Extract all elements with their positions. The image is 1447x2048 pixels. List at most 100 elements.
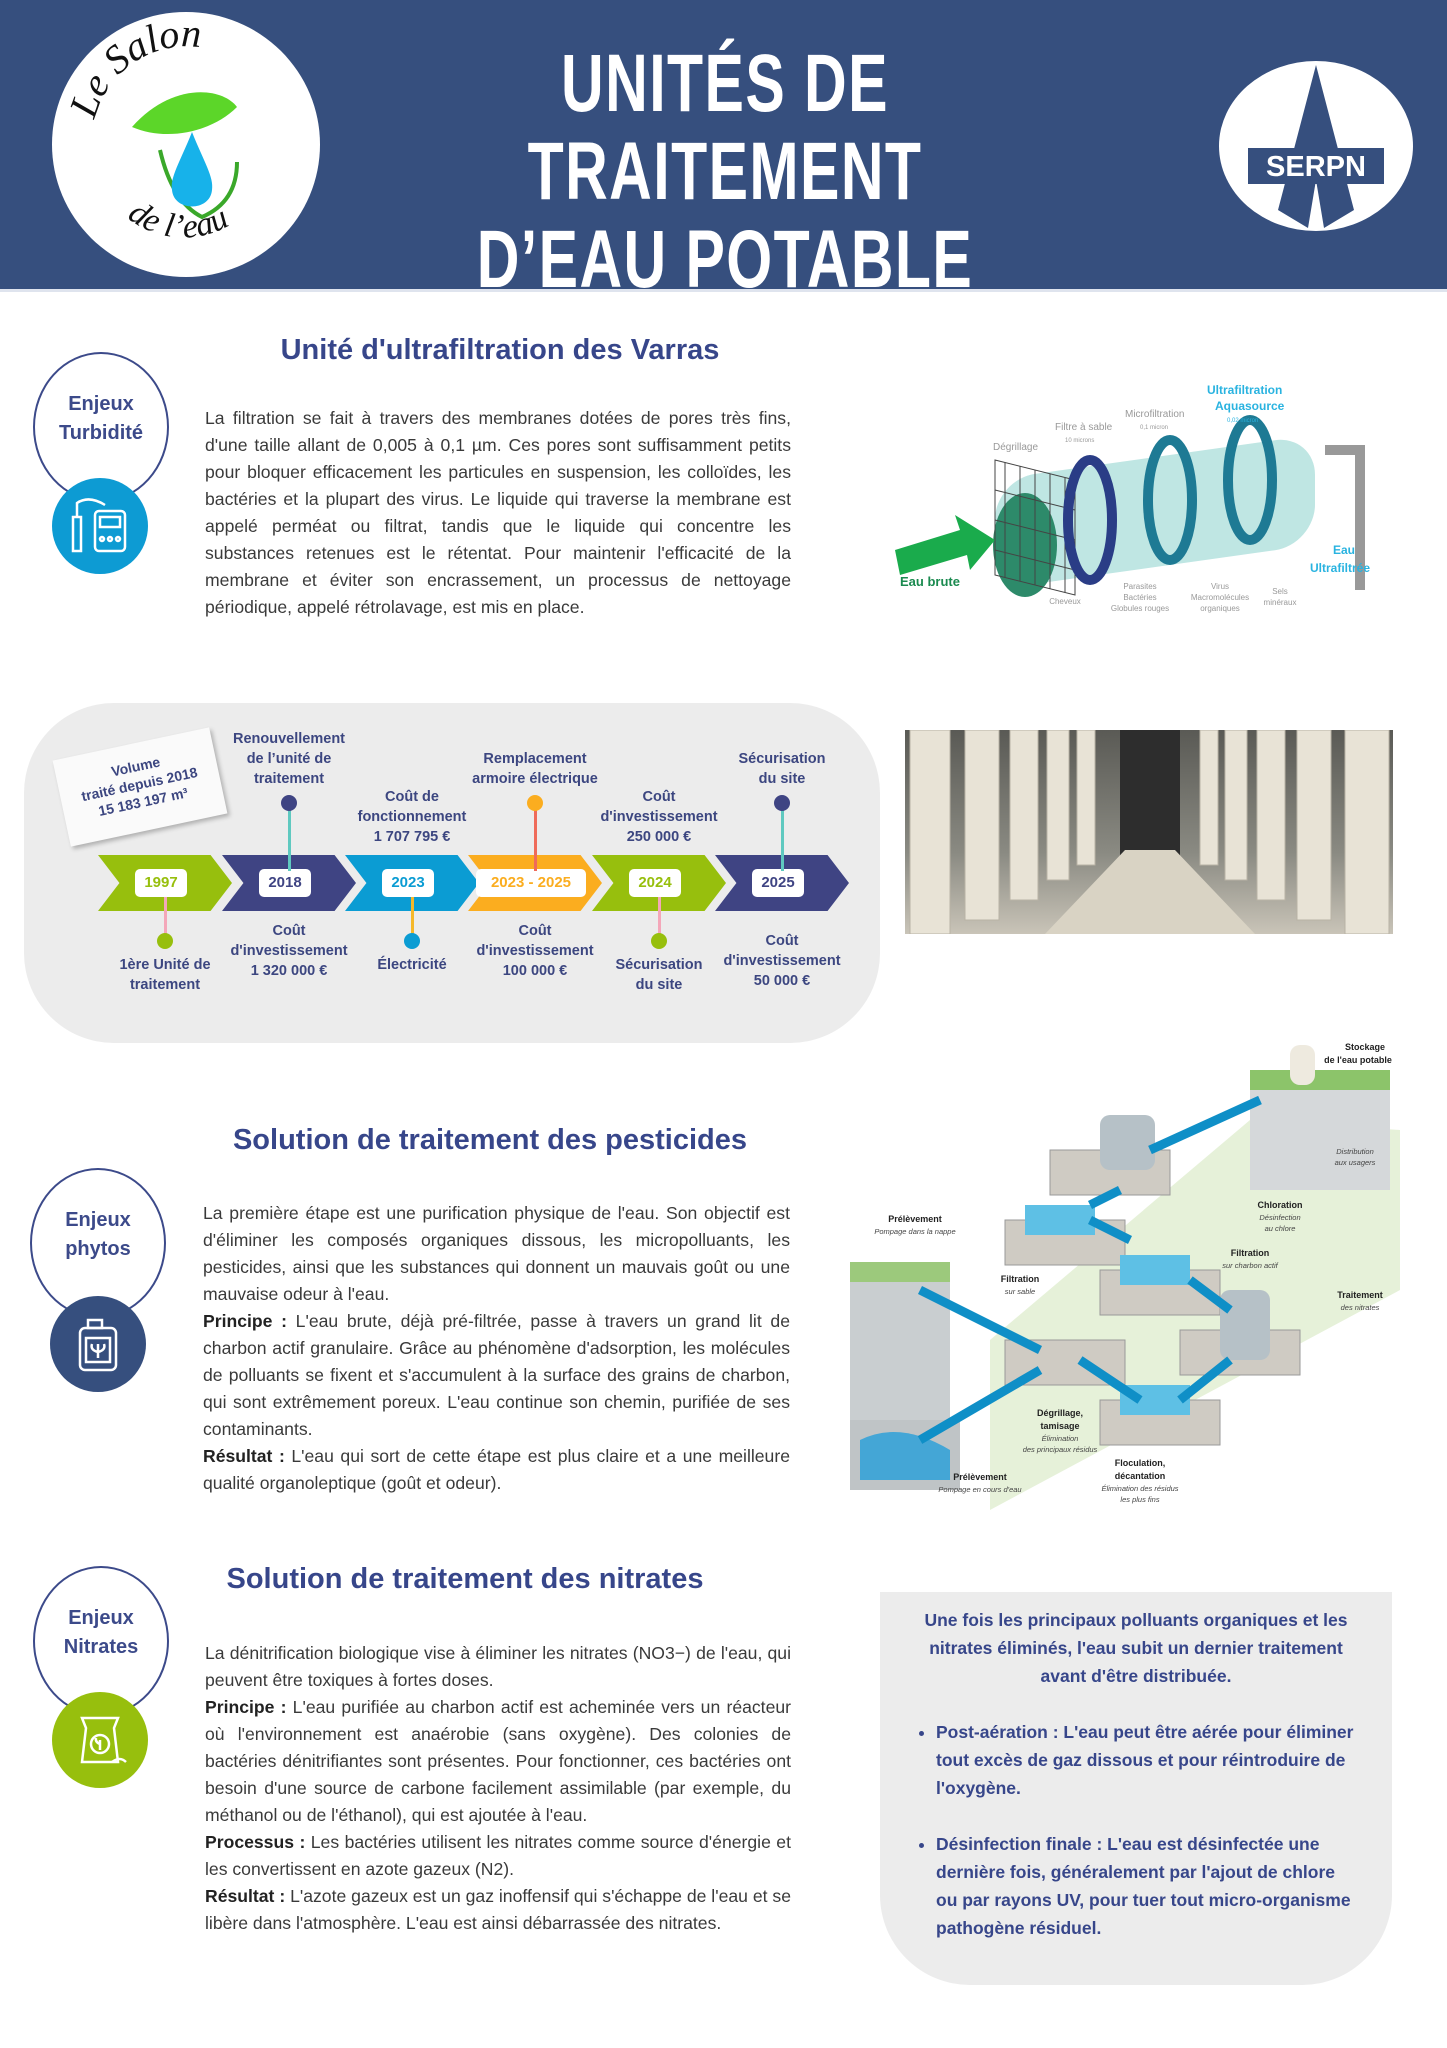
label-floc-sub1: Élimination des résidus [1101,1484,1178,1493]
label-prelevement-cours: Prélèvement [953,1472,1007,1482]
timeline-dot [404,933,420,949]
title-line-2: D’EAU POTABLE [476,214,974,305]
timeline-year: 1997 [135,869,187,897]
label-degrillage: Dégrillage, [1037,1408,1083,1418]
label-filtration-charbon-sub: sur charbon actif [1222,1261,1278,1270]
pesticides-intro: La première étape est une purification p… [203,1203,790,1304]
timeline-stem [658,897,661,939]
label-sels: Sels [1272,587,1288,596]
label-filtration-sable: Filtration [1001,1274,1040,1284]
label-filtre-sable-size: 10 microns [1065,438,1094,444]
label-floc-sub2: les plus fins [1120,1495,1159,1504]
label-traitement-nitrates-sub: des nitrates [1341,1303,1380,1312]
page-title: UNITÉS DE TRAITEMENT D’EAU POTABLE [330,40,1120,304]
bullet-desinfection: Désinfection finale : L'eau est désinfec… [936,1830,1356,1942]
timeline-text-text_top: Coût de fonctionnement 1 707 795 € [327,787,497,847]
serpn-logo: SERPN [1218,60,1414,232]
timeline-text-line: d'investissement [476,943,594,959]
timeline-year: 2023 - 2025 [476,869,586,897]
label-prelevement-nappe-sub: Pompage dans la nappe [874,1227,955,1236]
enjeux-label: Enjeux [65,1209,131,1231]
label-stockage: Stockage [1345,1042,1385,1052]
fertilizer-bag-icon [52,1692,148,1788]
timeline-year: 2018 [259,869,311,897]
timeline-text-line: 250 000 € [626,829,692,845]
principe-label: Principe : [205,1697,287,1717]
nitrates-description: La dénitrification biologique vise à éli… [205,1640,791,1937]
pesticide-bottle-icon [50,1296,146,1392]
enjeux-label: Enjeux [68,393,134,415]
timeline-stem [534,801,537,871]
label-globules: Globules rouges [1111,604,1169,613]
label-traitement-nitrates: Traitement [1337,1290,1383,1300]
turbidity-meter-icon [52,478,148,574]
final-treatment-list: Post-aération : L'eau peut être aérée po… [916,1718,1356,1942]
resultat-label: Résultat : [203,1446,285,1466]
enjeux-topic: Nitrates [63,1636,139,1658]
timeline-text-line: Électricité [377,957,447,973]
timeline-stem [781,801,784,871]
label-stockage-sub: de l'eau potable [1324,1055,1392,1065]
timeline-text-line: 100 000 € [502,963,568,979]
principe-text: L'eau purifiée au charbon actif est ache… [205,1697,791,1825]
label-parasites: Parasites [1123,582,1156,591]
enjeux-label: Enjeux [68,1607,134,1629]
timeline-stem [288,801,291,871]
header-banner: Le Salon de l’eau UNITÉS DE TRAITEMENT D… [0,0,1447,304]
timeline-year: 2025 [752,869,804,897]
timeline-text-line: fonctionnement [357,809,467,825]
timeline-dot [651,933,667,949]
label-eau-brute: Eau brute [900,574,960,589]
label-ultra-size: 0,02 micron [1227,418,1258,424]
timeline-stem [164,897,167,939]
timeline-text-line: d'investissement [600,809,718,825]
timeline-text-line: Coût [765,933,799,949]
enjeux-topic: Turbidité [58,422,144,444]
ultrafiltration-plant-photo [905,730,1393,934]
nitrates-intro: La dénitrification biologique vise à éli… [205,1643,791,1690]
label-distribution: Distribution [1336,1147,1374,1156]
timeline-year: 2024 [629,869,681,897]
label-aquasource: Aquasource [1215,399,1285,413]
timeline-text-line: d'investissement [723,953,841,969]
label-decantation: décantation [1115,1471,1166,1481]
label-macromolecules: Macromolécules [1191,593,1249,602]
timeline-text-line: Coût de [385,789,439,805]
ultrafiltration-description: La filtration se fait à travers des memb… [205,408,791,617]
pesticides-description: La première étape est une purification p… [203,1200,790,1497]
title-line-1: UNITÉS DE TRAITEMENT [527,38,923,217]
timeline-text-line: 50 000 € [753,973,811,989]
timeline-text-line: d'investissement [230,943,348,959]
label-chloration-sub1: Désinfection [1259,1213,1300,1222]
timeline-text-line: traitement [129,977,201,993]
timeline-text-line: de l’unité de [246,751,332,767]
label-microfiltration-size: 0,1 micron [1140,425,1168,431]
volume-note-card: Volume traité depuis 2018 15 183 197 m³ [52,727,228,847]
timeline-text-text_bottom: Sécurisation du site [574,955,744,995]
processus-text: Les bactéries utilisent les nitrates com… [205,1832,791,1879]
label-virus: Virus [1211,582,1229,591]
label-distribution-sub: aux usagers [1335,1158,1376,1167]
timeline-text-text_top: Sécurisation du site [697,749,867,789]
timeline-text-line: Sécurisation [738,751,826,767]
svg-text:SERPN: SERPN [1266,151,1366,183]
label-cheveux: Cheveux [1049,597,1081,606]
timeline-text-line: du site [758,771,806,787]
timeline-text-line: 1 707 795 € [373,829,451,845]
label-chloration-sub2: au chlore [1265,1224,1296,1233]
timeline-dot [281,795,297,811]
label-degrillage-sub2: des principaux résidus [1023,1445,1098,1454]
timeline-text-line: Coût [272,923,306,939]
resultat-label: Résultat : [205,1886,286,1906]
timeline-dot [774,795,790,811]
timeline-text-line: du site [635,977,683,993]
bullet-post-aeration: Post-aération : L'eau peut être aérée po… [936,1718,1356,1802]
section-title-nitrates: Solution de traitement des nitrates [226,1563,704,1595]
timeline-text-line: Sécurisation [615,957,703,973]
principe-text: L'eau brute, déjà pré-filtrée, passe à t… [203,1311,790,1439]
